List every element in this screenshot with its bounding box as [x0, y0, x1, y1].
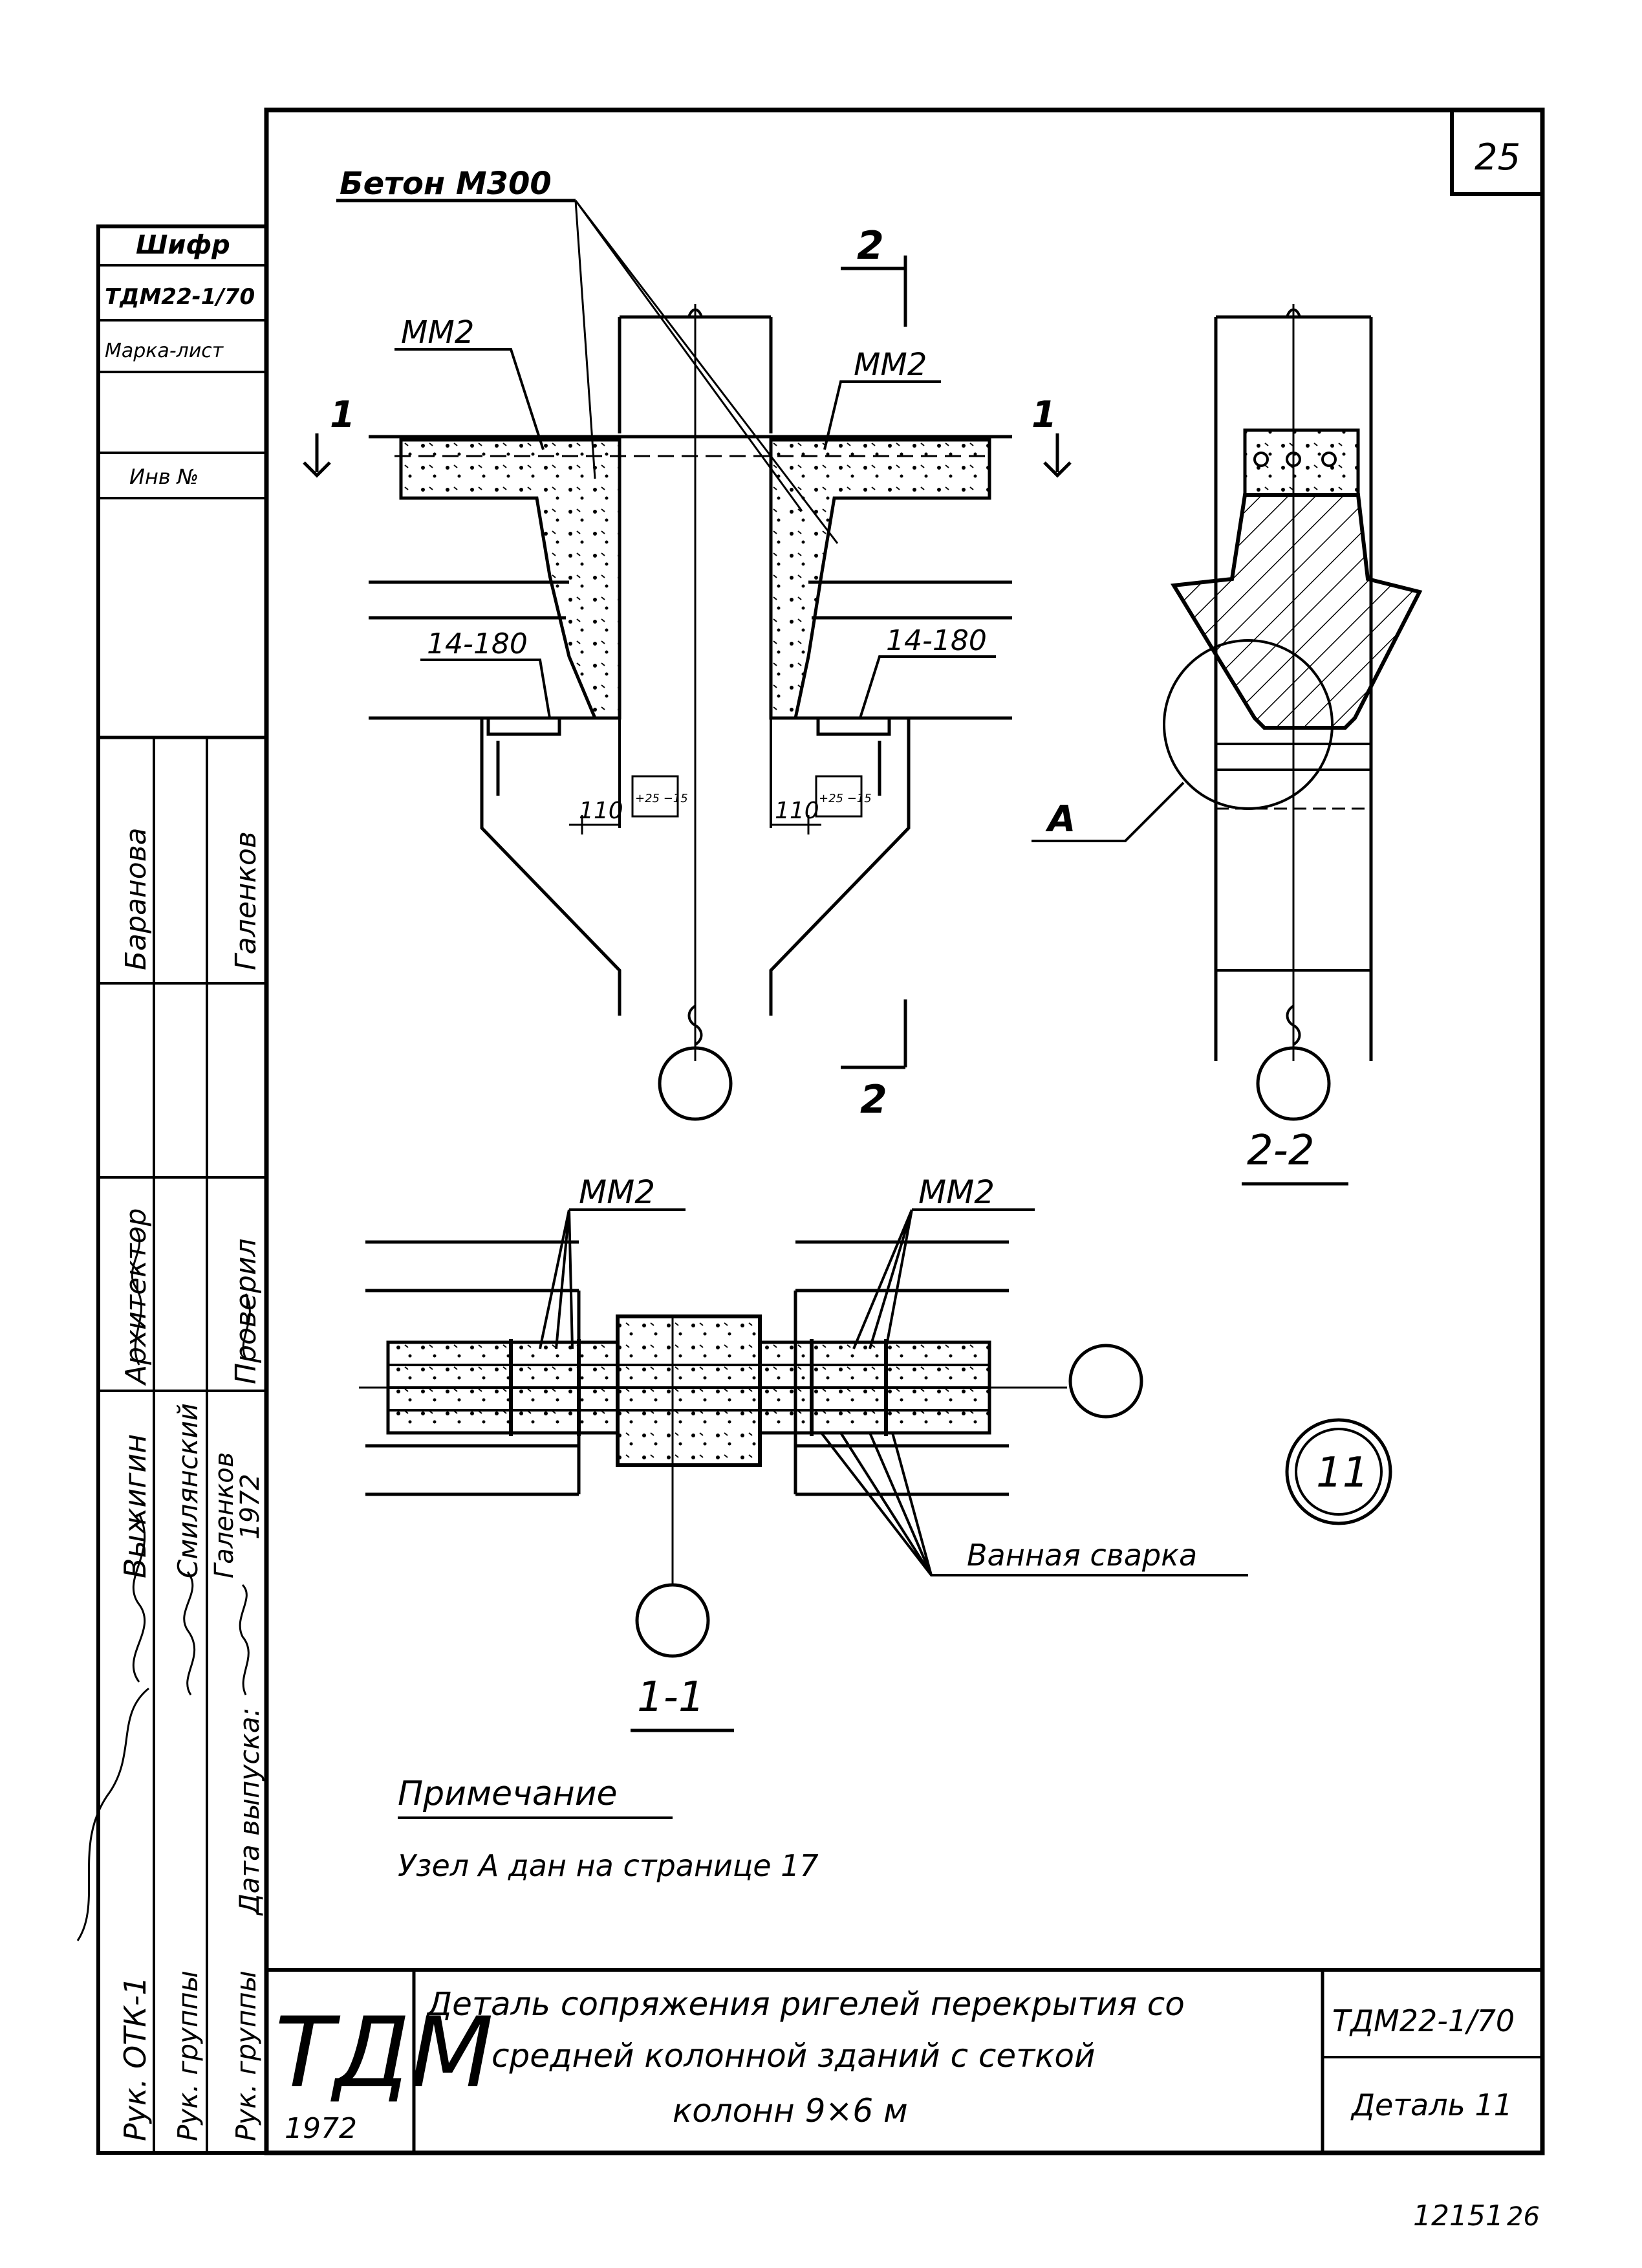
tolerance-left: +25 −15	[635, 792, 688, 805]
mesh-label-right: ММ2	[854, 347, 927, 383]
name-galenkov-2: Галенков	[230, 831, 263, 970]
sheet-label: Деталь 11	[1350, 2088, 1513, 2122]
detail-number-outer	[1285, 1418, 1392, 1525]
node-a-circle	[1163, 639, 1334, 810]
page-number: 25	[1475, 136, 1520, 179]
role-lead-group-1: Рук. группы	[172, 1970, 204, 2141]
beam-section-hatch	[1170, 493, 1423, 730]
archive-suffix: 26	[1507, 2202, 1540, 2232]
mesh-label-left: ММ2	[401, 314, 474, 351]
name-vyzhigin: Выжигин	[118, 1434, 153, 1578]
left-stamp: Шифр ТДМ22-1/70 Марка-лист Инв № Рук. ОТ…	[76, 224, 268, 2155]
archive-number: 12151	[1413, 2199, 1504, 2232]
drawing-code: ТДМ22-1/70	[1332, 2003, 1515, 2038]
title-block: ТДМ 1972 Деталь сопряжения ригелей перек…	[266, 1968, 1542, 2153]
section-2-marker-top: 2	[857, 223, 884, 268]
mesh-plan-label-right: ММ2	[918, 1173, 995, 1211]
cipher-label: Шифр	[136, 230, 230, 260]
left-concrete-fill	[399, 438, 621, 720]
year-stamp: 1972	[235, 1474, 265, 1540]
section-1-1-view: ММ2 ММ2 Ванная сварка 1-1 11	[359, 1173, 1392, 1732]
role-lead-otk: Рук. ОТК-1	[118, 1976, 153, 2141]
elevation-view: 1 1 2 2 Бетон М300 ММ2 ММ2 14-180 14-180…	[303, 166, 1072, 1122]
section-2-marker-bottom: 2	[860, 1077, 887, 1122]
name-smilyansky: Смилянский	[172, 1403, 204, 1578]
node-a-label: А	[1045, 798, 1075, 840]
plan-concrete-center	[616, 1314, 762, 1467]
inv-label: Инв №	[129, 464, 199, 489]
signatures	[76, 1228, 251, 1941]
role-lead-group-2: Рук. группы	[230, 1970, 262, 2141]
note-heading: Примечание	[398, 1774, 618, 1813]
section-2-2-view: А 2-2	[1032, 304, 1423, 1186]
title-line-1: Деталь сопряжения ригелей перекрытия со	[426, 1985, 1185, 2023]
axis-bubble-plan-bottom	[635, 1583, 710, 1658]
section-1-1-title: 1-1	[637, 1674, 705, 1721]
role-release-date: Дата выпуска:	[233, 1707, 265, 1916]
top-concrete-block	[1243, 428, 1360, 497]
cipher-value: ТДМ22-1/70	[105, 284, 255, 310]
note: Примечание Узел А дан на странице 17	[398, 1774, 819, 1883]
section-2-2-title: 2-2	[1247, 1127, 1315, 1175]
plate-label-right: 14-180	[886, 624, 987, 657]
axis-bubble-elevation	[658, 1046, 733, 1121]
dimension-left: 110	[579, 798, 623, 824]
drawing-frame	[264, 107, 1545, 2155]
detail-number: 11	[1316, 1449, 1368, 1497]
page-number-box: 25	[1450, 110, 1542, 196]
org-logo: ТДМ	[275, 1997, 493, 2110]
plate-label-left: 14-180	[427, 627, 528, 660]
title-line-3: колонн 9×6 м	[673, 2092, 908, 2130]
role-checked: Проверил	[230, 1238, 263, 1384]
right-concrete-fill	[769, 438, 991, 720]
concrete-grade-label: Бетон М300	[340, 166, 552, 202]
note-text: Узел А дан на странице 17	[398, 1848, 819, 1883]
section-1-marker-left: 1	[330, 394, 355, 436]
name-galenkov-1: Галенков	[210, 1452, 239, 1578]
title-line-2: средней колонной зданий с сеткой	[492, 2037, 1096, 2075]
mesh-plan-label-left: ММ2	[579, 1173, 655, 1211]
sheet-mark-label: Марка-лист	[105, 340, 224, 362]
title-block-year: 1972	[285, 2112, 357, 2145]
name-baranova: Баранова	[120, 827, 153, 970]
section-1-marker-right: 1	[1032, 394, 1057, 436]
weld-label: Ванная сварка	[967, 1538, 1197, 1573]
axis-bubble-plan-right	[1068, 1344, 1143, 1419]
dimension-right: 110	[775, 798, 819, 824]
tolerance-right: +25 −15	[819, 792, 872, 805]
detail-number-inner	[1295, 1428, 1383, 1516]
axis-bubble-section-2	[1256, 1046, 1331, 1121]
